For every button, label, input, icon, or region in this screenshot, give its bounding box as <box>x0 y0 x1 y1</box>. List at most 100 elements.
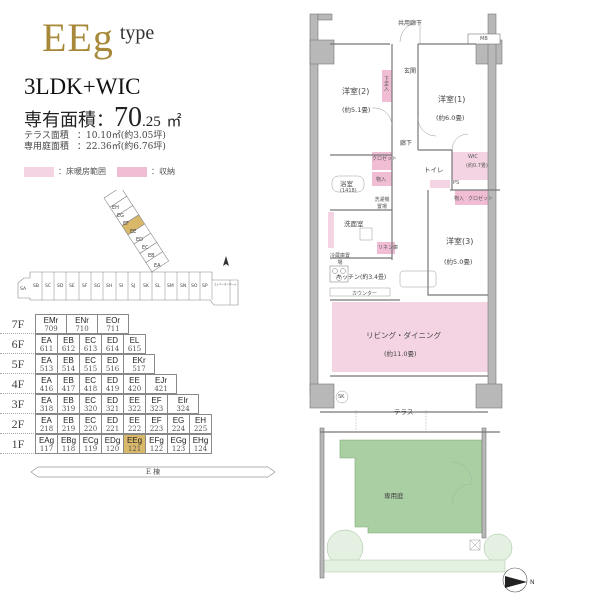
svg-text:SG: SG <box>94 283 101 289</box>
legend-storage-label: ：収納 <box>151 167 175 176</box>
bath-size: (1418) <box>340 188 357 194</box>
garden-area-label: 専用庭面積 <box>24 142 70 152</box>
washer-label: 洗濯機置場 <box>374 197 390 210</box>
svg-text:EH: EH <box>112 205 119 211</box>
floor-plan-drawing: N <box>309 13 535 593</box>
entrance-label: 玄関 <box>404 68 417 75</box>
room2-size: (約5.1畳) <box>342 106 371 114</box>
svg-text:EF: EF <box>123 221 129 227</box>
svg-text:SI: SI <box>119 283 123 289</box>
counter-label: カウンター <box>352 291 378 297</box>
wing-e: EH EG EF EE ED EC EB EA <box>103 190 170 273</box>
storage-swatch <box>117 166 147 177</box>
fridge-label: 冷蔵庫置場 <box>330 253 351 266</box>
mb-label: MB <box>480 36 488 42</box>
svg-text:SO: SO <box>191 283 198 289</box>
hallway-label: 廊下 <box>400 140 413 147</box>
svg-text:SE: SE <box>69 283 75 289</box>
terrace-area-value: ：10.10㎡(約3.05坪) <box>77 131 166 141</box>
svg-text:EC: EC <box>142 245 149 251</box>
exclusive-area: 専有面積：70.25 ㎡ <box>24 102 182 134</box>
wic-size: (約0.7畳) <box>466 163 488 169</box>
svg-text:SA: SA <box>20 286 27 292</box>
svg-text:SH: SH <box>106 283 112 289</box>
svg-text:EB: EB <box>148 253 155 259</box>
svg-text:SL: SL <box>155 283 161 289</box>
floor-plan: N 共用廊下 MB 玄関 下足入 洋室(2) (約5.1畳) 洋室(1) (約6… <box>300 0 611 599</box>
svg-text:SD: SD <box>57 283 64 289</box>
private-garden <box>339 439 483 534</box>
room1-size: (約6.0畳) <box>436 114 465 122</box>
building-label: E 棟 <box>145 468 161 476</box>
terrace-label: テラス <box>394 408 414 416</box>
closet-label: クロゼット <box>372 156 398 162</box>
shoebox-storage <box>382 70 392 102</box>
exclusive-area-unit: ㎡ <box>166 114 182 130</box>
toilet-label: トイレ <box>424 166 444 174</box>
room3-label: 洋室(3) <box>446 237 474 246</box>
svg-text:ED: ED <box>136 237 143 243</box>
floor-heating-swatch <box>24 166 54 177</box>
building-arrow: E 棟 <box>30 466 276 478</box>
svg-text:EG: EG <box>117 213 124 219</box>
garden-area: 専用庭面積：22.36㎡(約6.76坪) <box>24 139 166 152</box>
storage-label: 物入 <box>376 177 387 183</box>
exclusive-area-label: 専有面積： <box>24 110 114 131</box>
svg-text:SP: SP <box>202 283 208 289</box>
svg-text:SN: SN <box>180 283 186 289</box>
shoebox-label: 下足入 <box>383 76 389 91</box>
room3-storage-label: 物入 <box>454 196 465 202</box>
svg-text:SM: SM <box>167 283 174 289</box>
svg-text:エレベーターホール: エレベーターホール <box>214 282 237 286</box>
svg-text:SF: SF <box>82 283 88 289</box>
washroom-label: 洗面室 <box>344 220 364 228</box>
